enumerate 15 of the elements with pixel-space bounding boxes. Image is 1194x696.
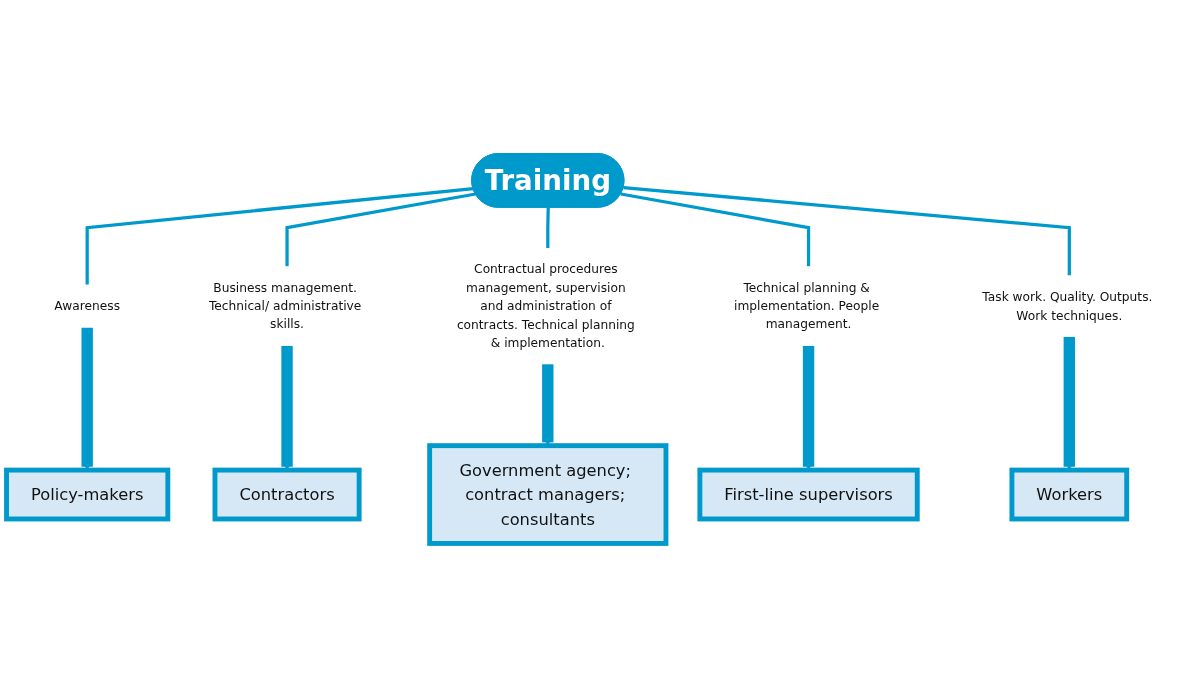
node-box: Policy-makers (4, 467, 171, 521)
connector (546, 207, 550, 248)
node-box: Government agency; contract managers; consultants (427, 442, 669, 546)
node-text: Technical planning & implementation. People management. (734, 279, 880, 332)
node-text: Awareness (54, 298, 120, 313)
connector (285, 191, 476, 266)
node-text: Task work. Quality. Outputs. Work techniques. (982, 288, 1153, 322)
node-box: First-line supervisors (697, 467, 920, 521)
node-box: Contractors (212, 467, 362, 521)
connector (620, 191, 811, 266)
connector (623, 185, 1071, 276)
node-box: Workers (1009, 467, 1130, 521)
connector (85, 186, 474, 285)
node-text: Contractual procedures management, supervision and administration of contracts. Technical planning & implementation. (456, 261, 635, 350)
node-text: Business management. Technical/ administrative skills. (208, 279, 362, 332)
